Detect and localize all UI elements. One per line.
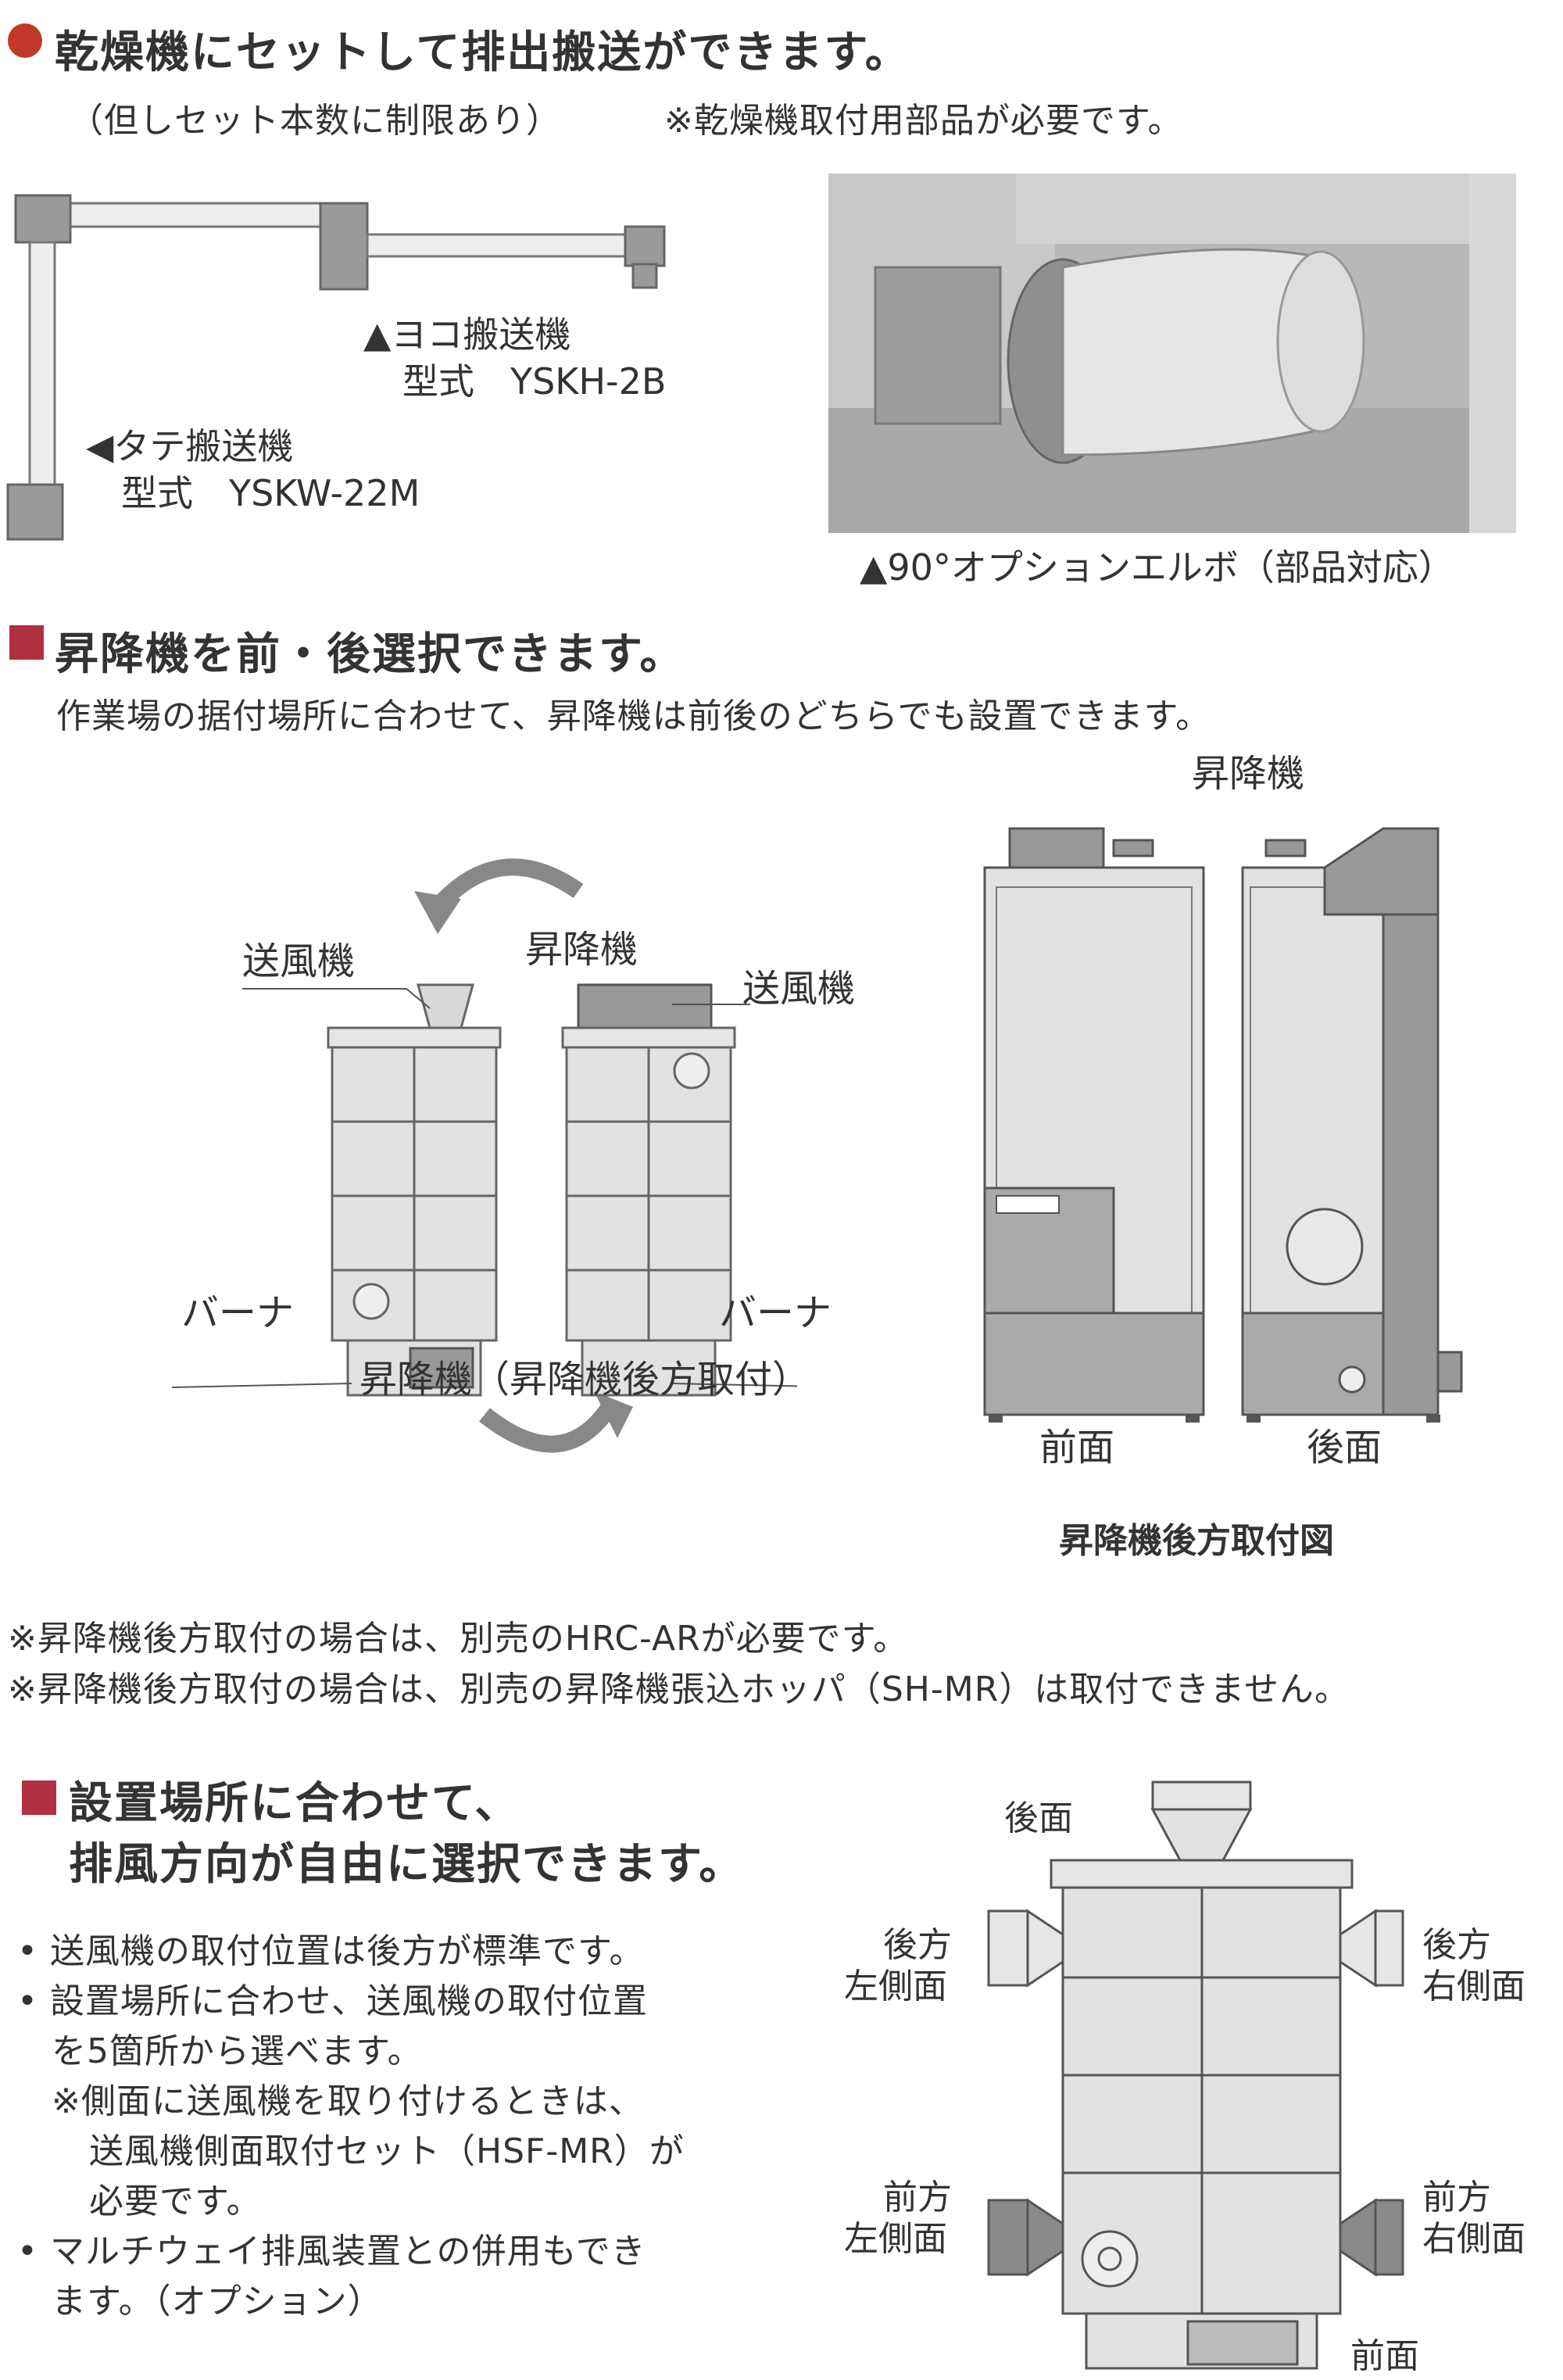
side-mount-note-2: 送風機側面取付セット（HSF-MR）が <box>89 2131 685 2171</box>
exhaust-rear-left-label-1: 後方 <box>883 1925 952 1965</box>
elbow-caption: ▲90°オプションエルボ（部品対応） <box>860 546 1454 589</box>
side-mount-note-3: 必要です。 <box>89 2181 262 2221</box>
exhaust-rear-right-label-1: 後方 <box>1422 1925 1491 1965</box>
bullet-five-positions-cont: を5箇所から選べます。 <box>52 2031 423 2071</box>
elevator-rear-caption: 昇降機（昇降機後方取付） <box>359 1358 810 1401</box>
square-bullet-icon <box>9 625 44 660</box>
figure-caption: 昇降機後方取付図 <box>1059 1521 1334 1561</box>
yoko-conveyor-label: ▲ヨコ搬送機 <box>363 313 571 356</box>
exhaust-direction-diagram <box>987 1781 1404 2370</box>
blower-label-right: 送風機 <box>742 967 856 1011</box>
rear-view-label: 後面 <box>1307 1426 1382 1469</box>
elbow-photo <box>828 174 1516 533</box>
exhaust-front-bottom-label: 前面 <box>1350 2336 1419 2376</box>
bullet-multiway: • マルチウェイ排風装置との併用もでき <box>17 2231 646 2271</box>
burner-label-left: バーナ <box>181 1291 295 1335</box>
section3-bullets: • 送風機の取付位置は後方が標準です。 • 設置場所に合わせ、送風機の取付位置 … <box>17 1927 685 2327</box>
exhaust-front-right-label-2: 右側面 <box>1422 2219 1525 2259</box>
exhaust-front-left-label-1: 前方 <box>883 2178 952 2217</box>
exhaust-rear-right-label-2: 右側面 <box>1422 1967 1525 2006</box>
section1-heading: 乾燥機にセットして排出搬送ができます。 <box>55 27 910 78</box>
bullet-multiway-cont: ます。（オプション） <box>52 2282 383 2321</box>
tate-conveyor-label: ◀タテ搬送機 <box>86 425 294 467</box>
exhaust-front-right-label-1: 前方 <box>1422 2178 1491 2217</box>
circle-bullet-icon <box>8 23 42 58</box>
elevator-label-top: 昇降機 <box>525 928 638 972</box>
tate-conveyor-model: 型式 YSKW-22M <box>121 472 420 514</box>
yoko-conveyor-model: 型式 YSKH-2B <box>402 360 667 403</box>
bullet-standard-position: • 送風機の取付位置は後方が標準です。 <box>17 1931 645 1971</box>
burner-label-right: バーナ <box>719 1291 832 1335</box>
exhaust-rear-left-label-2: 左側面 <box>844 1967 947 2006</box>
square-bullet-icon <box>22 1781 56 1815</box>
section2-subtext: 作業場の据付場所に合わせて、昇降機は前後のどちらでも設置できます。 <box>56 696 1211 736</box>
side-mount-note-1: ※側面に送風機を取り付けるときは、 <box>52 2081 644 2121</box>
section1-note-limit: （但しセット本数に制限あり） <box>69 101 561 141</box>
section2-note1: ※昇降機後方取付の場合は、別売のHRC-ARが必要です。 <box>8 1619 909 1659</box>
section3-heading-line1: 設置場所に合わせて、 <box>69 1778 520 1829</box>
section2-heading: 昇降機を前・後選択できます。 <box>55 629 685 680</box>
section2-note2: ※昇降機後方取付の場合は、別売の昇降機張込ホッパ（SH-MR）は取付できません。 <box>8 1670 1350 1709</box>
section1-note-parts: ※乾燥機取付用部品が必要です。 <box>664 101 1183 141</box>
exhaust-front-left-label-2: 左側面 <box>844 2219 947 2259</box>
conveyor-illustration <box>6 194 666 541</box>
section3-heading-line2: 排風方向が自由に選択できます。 <box>69 1839 745 1890</box>
elevator-rear-mount-figure <box>983 827 1463 1423</box>
exhaust-rear-top-label: 後面 <box>1004 1798 1073 1838</box>
bullet-five-positions: • 設置場所に合わせ、送風機の取付位置 <box>17 1981 648 2021</box>
blower-label-left: 送風機 <box>242 939 356 983</box>
front-view-label: 前面 <box>1039 1426 1115 1469</box>
elevator-label-right: 昇降機 <box>1192 752 1305 796</box>
dryer-rotation-diagram <box>172 858 797 1453</box>
